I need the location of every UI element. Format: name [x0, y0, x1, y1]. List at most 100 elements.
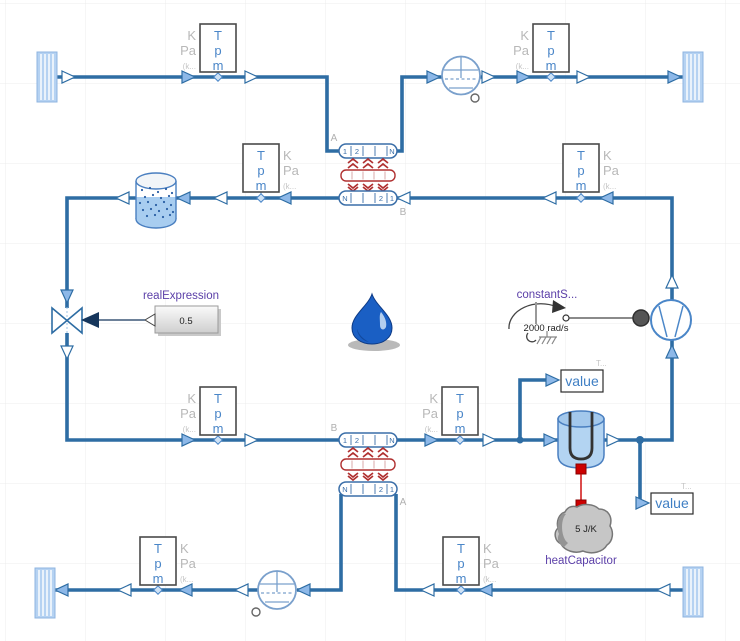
sensor-port — [456, 585, 466, 595]
sensor-row-p: p — [457, 556, 464, 571]
sensor-row-m: m — [576, 178, 587, 193]
display-tag: T... — [596, 359, 607, 368]
sensor-bottom-right[interactable]: T p m K Pa (k... — [442, 536, 500, 595]
capacitor-shade — [557, 513, 568, 547]
display-tag: T... — [681, 482, 692, 491]
expression-body — [154, 305, 219, 334]
sensor-row3-left[interactable]: T p m K Pa (k... — [180, 386, 237, 445]
sensor-body — [139, 536, 177, 586]
flange-icon — [632, 309, 650, 327]
expression-label: realExpression — [143, 290, 219, 302]
hex-cell: 2 — [355, 436, 359, 445]
boundary-bottom-right[interactable] — [682, 566, 704, 618]
hex-cell: 1 — [390, 485, 394, 494]
sensor-port — [153, 585, 163, 595]
boundary-stripes — [40, 54, 54, 100]
pipe-component-bottom[interactable] — [251, 570, 297, 617]
valve[interactable] — [51, 306, 83, 335]
value-display-bottom[interactable]: T... value — [650, 482, 694, 515]
sensor-top-right[interactable]: T p m K Pa (k... — [513, 23, 570, 82]
valve-left-wing — [51, 306, 69, 335]
sensor-unit-Pa: Pa — [180, 556, 197, 571]
pump-body — [650, 299, 692, 341]
speed-value: 2000 rad/s — [524, 323, 569, 334]
pipe-right-to-hex1[interactable] — [397, 196, 674, 300]
ground-icon — [536, 331, 557, 345]
boundary-stripes — [686, 54, 700, 100]
sensor-unit-kg: (k... — [603, 182, 616, 191]
impeller-line — [658, 305, 668, 338]
sensor-row-m: m — [213, 58, 224, 73]
pipe-hex2-to-pump-bottom[interactable] — [297, 494, 343, 592]
pipe-hex1-to-valve[interactable] — [65, 196, 339, 308]
sensor-row-m: m — [213, 421, 224, 436]
sensor-unit-K: K — [187, 28, 196, 43]
hex-cell: N — [342, 194, 347, 203]
sensor-unit-K: K — [483, 541, 492, 556]
sensor-body — [532, 23, 570, 73]
sensor-row-p: p — [214, 406, 221, 421]
pipe-branch-value1[interactable] — [518, 378, 554, 440]
pipe-hex1-to-pump-top[interactable] — [397, 75, 443, 153]
boundary-bottom-left[interactable] — [34, 567, 56, 619]
heat-exchanger-bottom[interactable]: B A 1 2 N N 2 1 — [331, 423, 407, 508]
hex-bottom-tube — [338, 481, 398, 497]
value-display-top[interactable]: T... value — [560, 359, 607, 393]
display-body — [560, 369, 604, 393]
sensor-row-T: T — [214, 28, 222, 43]
pipe-component-top[interactable] — [441, 55, 481, 103]
sensor-mid-left[interactable]: T p m K Pa (k... — [242, 143, 300, 203]
sensor-row-T: T — [154, 541, 162, 556]
port-label-a: A — [331, 133, 338, 144]
sensor-row-p: p — [257, 163, 264, 178]
sensor-row3-right[interactable]: T p m K Pa (k... — [422, 386, 479, 445]
display-value: value — [655, 495, 689, 511]
heat-capacitor[interactable]: 5 J/K heatCapacitor — [545, 499, 617, 567]
heatport-icon — [575, 463, 587, 475]
boundary-top-left[interactable] — [36, 51, 58, 103]
hex-cell: 2 — [379, 485, 383, 494]
sensor-port — [213, 435, 223, 445]
pipe-junction[interactable] — [516, 436, 524, 444]
sensor-mid-right[interactable]: T p m K Pa (k... — [562, 143, 620, 203]
sensor-unit-Pa: Pa — [483, 556, 500, 571]
drop-shade — [357, 329, 369, 342]
port-label-a: A — [400, 497, 407, 508]
signal-arrow-icon — [81, 312, 99, 328]
sensor-unit-K: K — [520, 28, 529, 43]
constant-speed-source[interactable]: constantS... 2000 rad/s — [508, 289, 578, 345]
sensor-bottom-left[interactable]: T p m K Pa (k... — [139, 536, 197, 595]
sensor-unit-K: K — [603, 148, 612, 163]
sensor-top-left[interactable]: T p m K Pa (k... — [180, 23, 237, 82]
hex-cell: N — [389, 436, 394, 445]
tank-top — [135, 172, 177, 190]
hex-bottom-dividers — [350, 484, 388, 494]
hex-cell: 1 — [390, 194, 394, 203]
sensor-row-T: T — [547, 28, 555, 43]
tank-volume[interactable] — [135, 172, 177, 229]
sensor-row-m: m — [455, 421, 466, 436]
expression-value: 0.5 — [179, 316, 192, 327]
sensor-body — [562, 143, 600, 193]
sensor-unit-K: K — [180, 541, 189, 556]
pump[interactable] — [632, 299, 692, 341]
expression-block[interactable]: realExpression 0.5 — [81, 290, 221, 336]
heat-exchanger-top[interactable]: A B 1 2 N N 2 1 — [331, 133, 407, 218]
pipe-vessel-to-pump[interactable] — [604, 340, 674, 442]
pipe-junction[interactable] — [636, 436, 644, 444]
sensor-port — [213, 72, 223, 82]
boundary-stripes — [38, 570, 52, 616]
sensor-port — [546, 72, 556, 82]
impeller-line — [674, 305, 684, 338]
sensor-port — [256, 193, 266, 203]
speed-source-label: constantS... — [517, 289, 578, 301]
pipe-boundary-to-hex2[interactable] — [394, 494, 683, 592]
heated-vessel[interactable] — [557, 410, 605, 475]
boundary-top-right[interactable] — [682, 51, 704, 103]
hex-wall — [340, 169, 396, 182]
sensor-body — [199, 386, 237, 436]
sensor-unit-Pa: Pa — [180, 43, 197, 58]
sensor-unit-kg: (k... — [283, 182, 296, 191]
port-label-b: B — [400, 207, 407, 218]
hex-heat-arrows-up — [347, 446, 389, 458]
